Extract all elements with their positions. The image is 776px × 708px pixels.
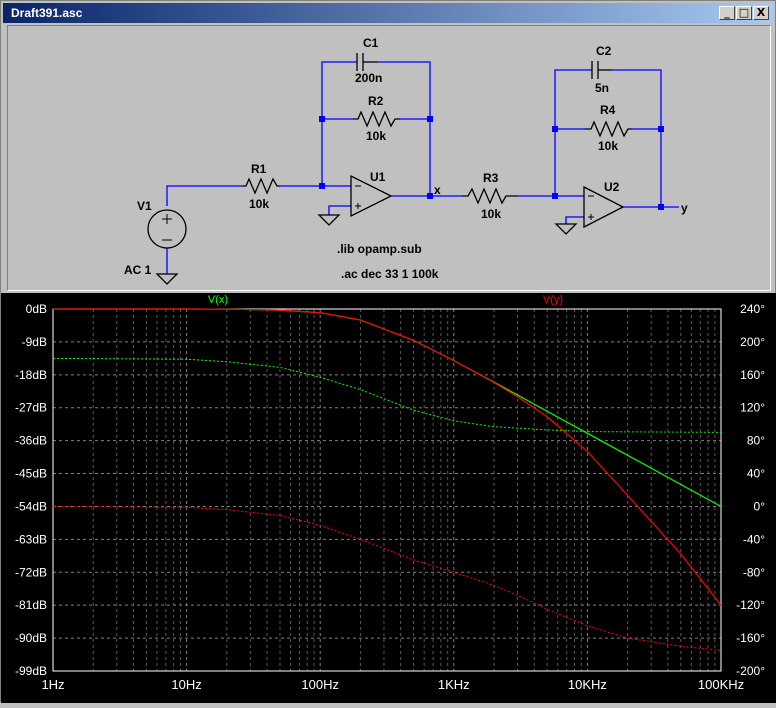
c2-name: C2 bbox=[596, 44, 612, 58]
window-title: Draft391.asc bbox=[11, 6, 83, 20]
spice-directive-ac[interactable]: .ac dec 33 1 100k bbox=[341, 267, 439, 281]
r2-name: R2 bbox=[368, 94, 384, 108]
y-tick-label-right: -120° bbox=[736, 598, 765, 612]
minimize-button[interactable]: _ bbox=[719, 6, 735, 20]
phase-line-vy bbox=[52, 506, 722, 651]
r2-value: 10k bbox=[366, 129, 386, 143]
components bbox=[147, 53, 632, 285]
c1-name: C1 bbox=[363, 36, 379, 50]
y-tick-label-left: -45dB bbox=[15, 467, 47, 481]
y-tick-label-left: -27dB bbox=[15, 401, 47, 415]
y-tick-label-right: -200° bbox=[736, 664, 765, 678]
spice-directive-lib[interactable]: .lib opamp.sub bbox=[337, 242, 422, 256]
r4-value: 10k bbox=[598, 139, 618, 153]
capacitor-c1 bbox=[356, 53, 377, 71]
capacitor-c2 bbox=[591, 61, 612, 79]
y-tick-label-left: -72dB bbox=[15, 565, 47, 579]
resistor-r2 bbox=[353, 110, 400, 128]
r4-name: R4 bbox=[600, 103, 616, 117]
y-tick-label-left: -63dB bbox=[15, 532, 47, 546]
junctions bbox=[319, 116, 664, 210]
ground-symbols bbox=[155, 214, 578, 285]
x-tick-label: 1Hz bbox=[41, 677, 64, 692]
opamp-u1 bbox=[350, 174, 393, 218]
schematic-editor[interactable]: C1 200n R2 10k R1 10k U1 x R3 10k C2 5n … bbox=[7, 25, 771, 291]
resistor-r4 bbox=[585, 120, 632, 138]
opamp-u2 bbox=[583, 185, 625, 229]
y-tick-label-right: 160° bbox=[740, 368, 765, 382]
pin-signs bbox=[162, 185, 594, 241]
schematic-canvas[interactable]: C1 200n R2 10k R1 10k U1 x R3 10k C2 5n … bbox=[8, 26, 770, 290]
x-tick-label: 10KHz bbox=[568, 677, 607, 692]
x-tick-label: 100KHz bbox=[698, 677, 744, 692]
waveform-viewer[interactable]: 0dB -9dB -18dB -27dB -36dB -45dB -54dB -63dB -72… bbox=[1, 293, 776, 703]
r1-name: R1 bbox=[251, 162, 267, 176]
bode-plot[interactable]: 0dB -9dB -18dB -27dB -36dB -45dB -54dB -63dB -72… bbox=[1, 293, 776, 703]
y-tick-label-left: -90dB bbox=[15, 631, 47, 645]
y-tick-label-right: 200° bbox=[740, 335, 765, 349]
r3-name: R3 bbox=[483, 171, 499, 185]
y-tick-label-right: 240° bbox=[740, 302, 765, 316]
magnitude-line-vy bbox=[53, 308, 722, 606]
y-tick-label-left: -9dB bbox=[22, 335, 47, 349]
magnitude-line-vx bbox=[53, 308, 722, 508]
u2-name: U2 bbox=[604, 180, 620, 194]
x-tick-label: 100Hz bbox=[301, 677, 339, 692]
wires bbox=[166, 61, 679, 274]
y-tick-label-right: 80° bbox=[747, 434, 765, 448]
y-tick-label-right: 0° bbox=[754, 499, 766, 513]
y-tick-label-right: 40° bbox=[747, 467, 765, 481]
legend-vy[interactable]: V(y) bbox=[543, 294, 563, 306]
v1-value: AC 1 bbox=[124, 263, 152, 277]
v1-name: V1 bbox=[137, 199, 152, 213]
c2-value: 5n bbox=[595, 81, 609, 95]
y-tick-label-left: -81dB bbox=[15, 598, 47, 612]
legend-vx[interactable]: V(x) bbox=[208, 294, 228, 306]
y-tick-label-left: -18dB bbox=[15, 368, 47, 382]
y-tick-label-right: 120° bbox=[740, 401, 765, 415]
r1-value: 10k bbox=[249, 197, 269, 211]
series-layer bbox=[52, 308, 722, 651]
y-tick-label-right: -40° bbox=[743, 532, 765, 546]
close-button[interactable]: X bbox=[753, 6, 769, 20]
resistor-r1 bbox=[242, 177, 280, 195]
resistor-r3 bbox=[462, 187, 518, 205]
y-tick-label-right: -160° bbox=[736, 631, 765, 645]
y-tick-label-left: -36dB bbox=[15, 434, 47, 448]
c1-value: 200n bbox=[355, 71, 382, 85]
u1-name: U1 bbox=[370, 170, 386, 184]
y-tick-label-left: -99dB bbox=[15, 664, 47, 678]
plot-frame bbox=[52, 308, 722, 672]
source-v1 bbox=[147, 209, 187, 249]
node-x-label: x bbox=[434, 183, 441, 197]
x-tick-label: 10Hz bbox=[171, 677, 201, 692]
y-tick-label-left: 0dB bbox=[26, 302, 47, 316]
title-bar[interactable]: Draft391.asc _ □ X bbox=[3, 3, 773, 23]
x-tick-label: 1KHz bbox=[438, 677, 470, 692]
phase-line-vx bbox=[52, 357, 722, 433]
y-tick-label-left: -54dB bbox=[15, 499, 47, 513]
y-tick-label-right: -80° bbox=[743, 565, 765, 579]
maximize-button[interactable]: □ bbox=[736, 6, 752, 20]
plot-grid bbox=[52, 308, 721, 672]
r3-value: 10k bbox=[481, 207, 501, 221]
node-y-label: y bbox=[681, 201, 688, 215]
axis-labels: 0dB -9dB -18dB -27dB -36dB -45dB -54dB -63dB -72… bbox=[15, 294, 765, 692]
